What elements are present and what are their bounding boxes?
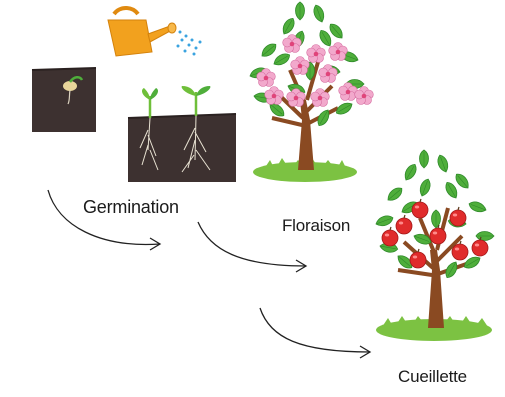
watering-can-icon xyxy=(108,8,202,56)
fruit-tree-icon xyxy=(374,150,494,341)
seedling-icon xyxy=(128,86,236,182)
stage-label-floraison: Floraison xyxy=(282,216,350,236)
seed-icon xyxy=(32,68,96,132)
stage-label-cueillette: Cueillette xyxy=(398,367,467,387)
stage-label-germination: Germination xyxy=(83,197,179,218)
arrow-icon xyxy=(260,308,370,352)
flowering-tree-icon xyxy=(248,2,373,182)
